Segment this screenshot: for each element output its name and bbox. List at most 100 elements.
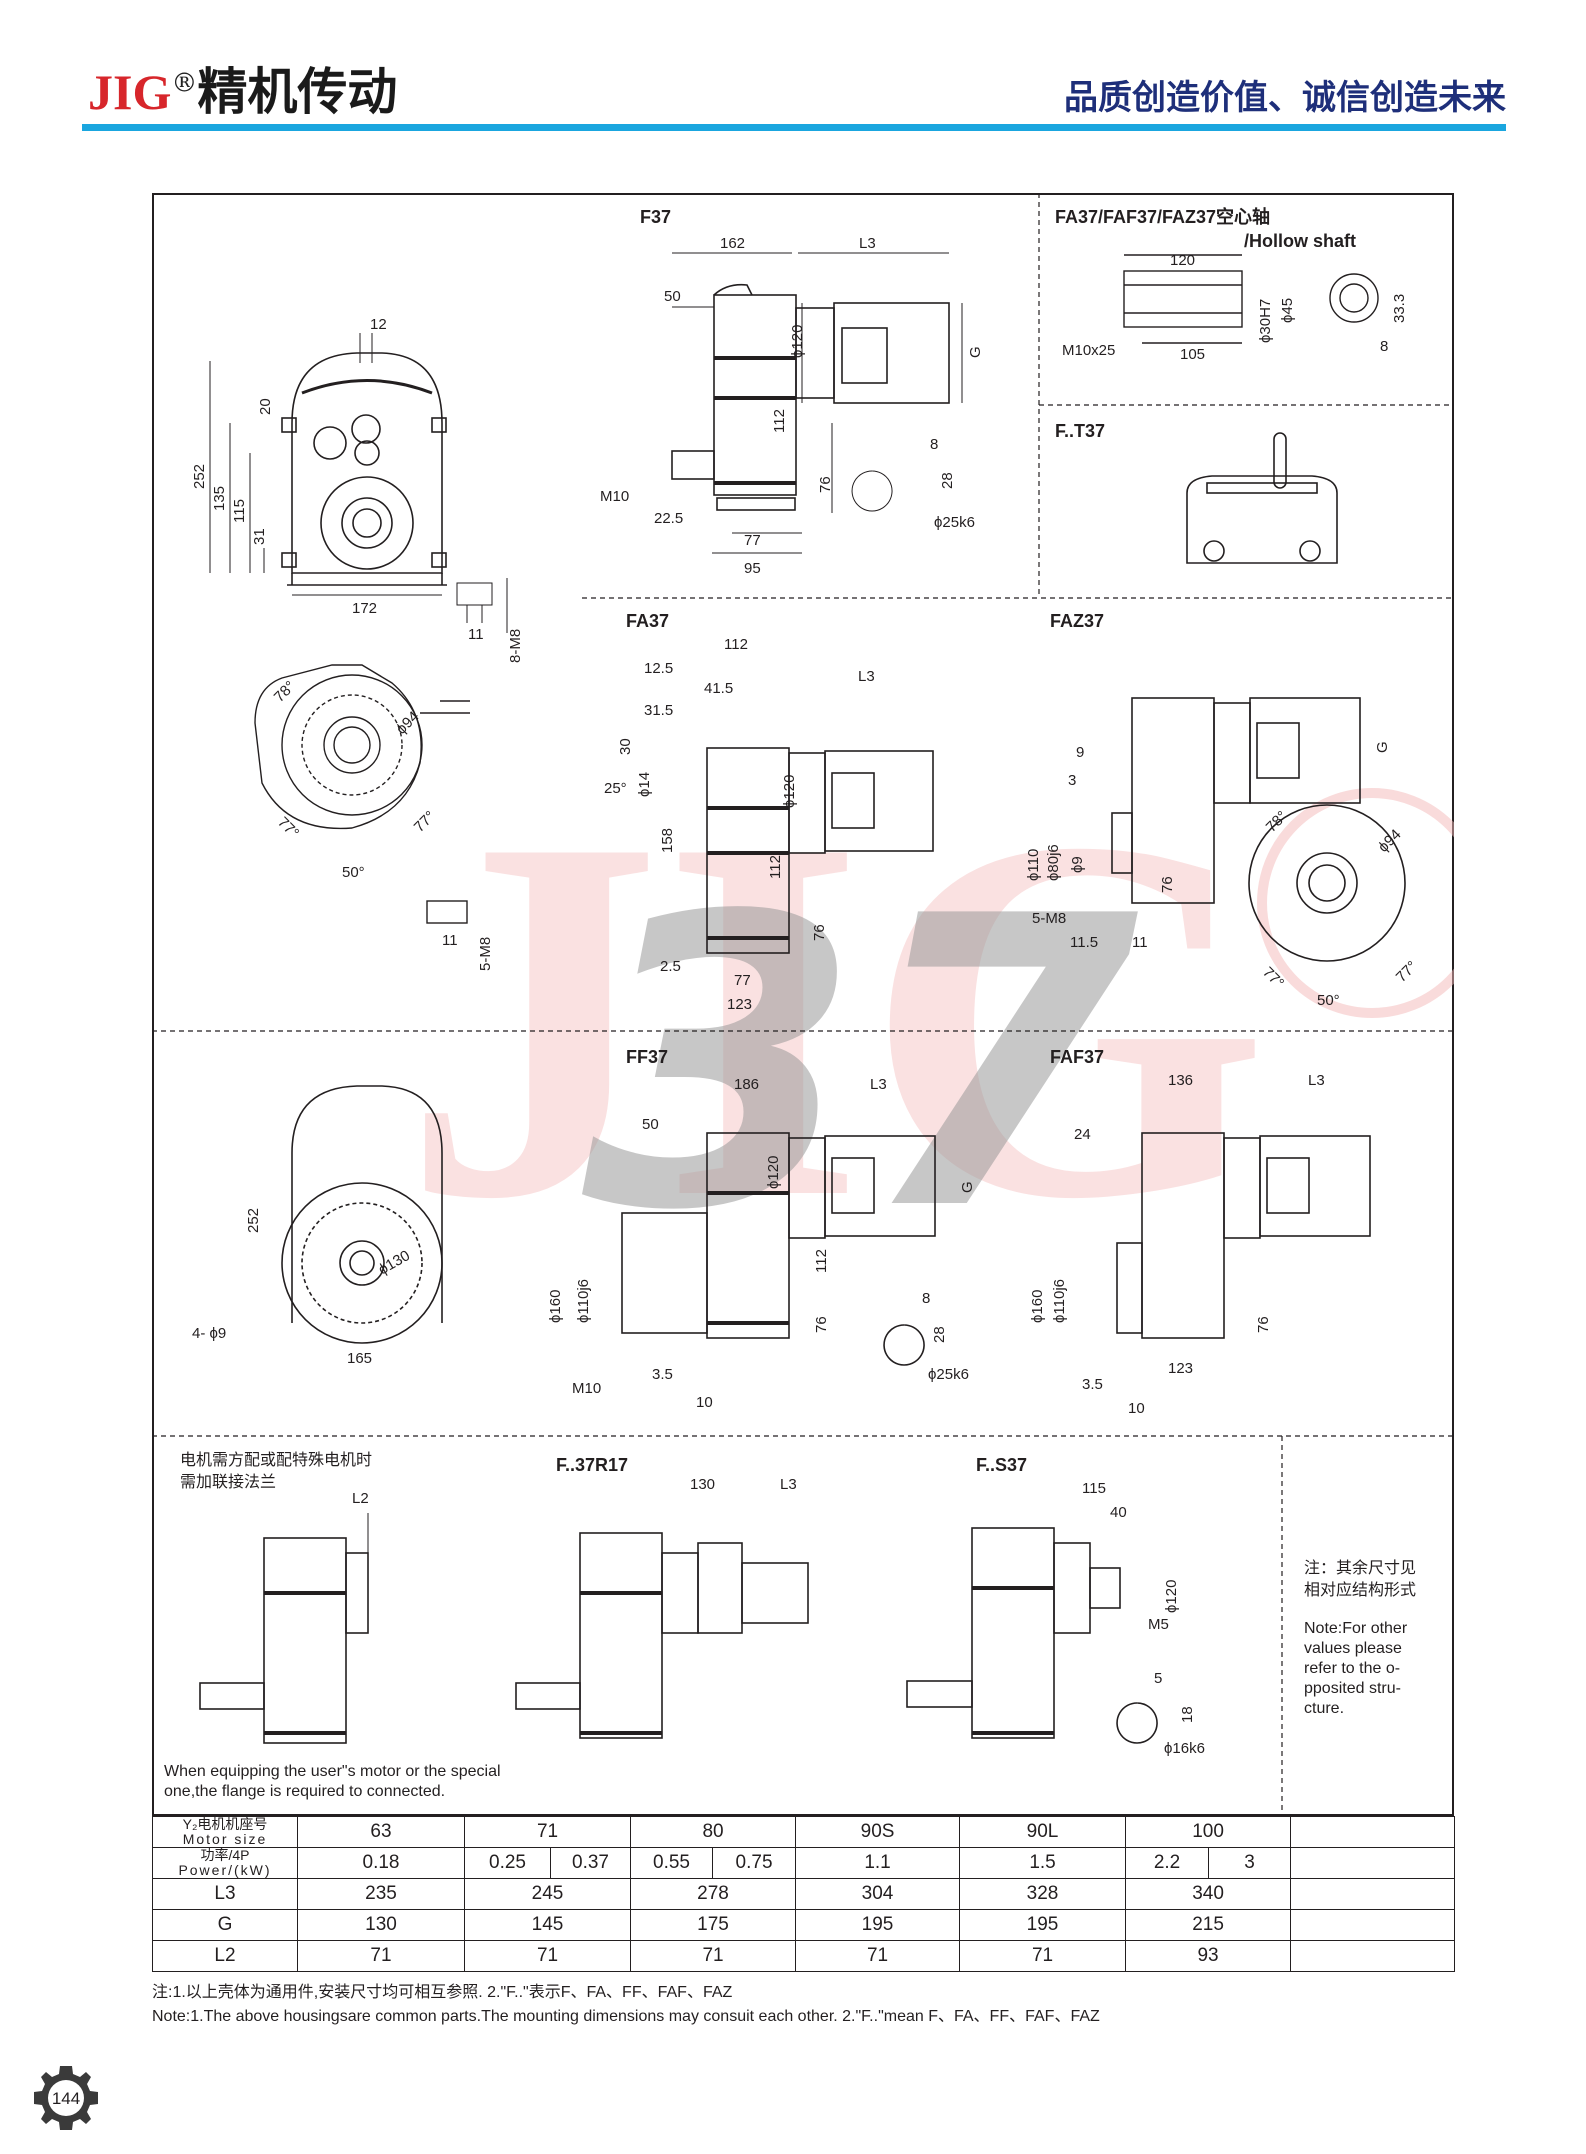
title-faz37: FAZ37 <box>1050 611 1104 631</box>
table-cell: 278 <box>630 1878 797 1910</box>
dim-f37-112: 112 <box>771 409 788 433</box>
dim-front-115: 115 <box>231 499 248 523</box>
dim-faf37-123: 123 <box>1168 1360 1193 1377</box>
ft37-drawing <box>1186 432 1338 564</box>
dim-faz37-phi9: ϕ9 <box>1069 856 1086 873</box>
dim-fa37-phi14: ϕ14 <box>636 772 653 797</box>
ff37-side-view <box>621 1132 936 1366</box>
dim-ff37-8: 8 <box>922 1290 930 1307</box>
dim-ff37-3-5: 3.5 <box>652 1366 673 1383</box>
dim-ff37-phi25k6: ϕ25k6 <box>928 1366 969 1383</box>
dim-ff37-112: 112 <box>813 1249 830 1273</box>
table-label-l3: L3 <box>152 1878 298 1910</box>
table-row-g: G 130 145 175 195 195 215 <box>152 1909 1456 1941</box>
table-cell: 2.2 <box>1125 1847 1210 1879</box>
side-note-en-4: pposited stru- <box>1304 1680 1401 1697</box>
dim-f37-l3: L3 <box>859 235 876 252</box>
table-cell: 100 <box>1125 1816 1292 1848</box>
dim-f37-22-5: 22.5 <box>654 510 683 527</box>
dim-hollow-phi30h7: ϕ30H7 <box>1257 299 1274 343</box>
dim-ff37-186: 186 <box>734 1076 759 1093</box>
dim-s37-115: 115 <box>1082 1480 1106 1497</box>
dim-faf37-24: 24 <box>1074 1126 1091 1143</box>
dim-f37-95: 95 <box>744 560 761 577</box>
table-cell: 90L <box>959 1816 1127 1848</box>
dim-front-31: 31 <box>251 528 268 545</box>
footnote-en: Note:1.The above housingsare common part… <box>152 2008 1100 2025</box>
drawing-frame <box>152 193 1454 1816</box>
table-cell: 235 <box>297 1878 465 1910</box>
side-note-en-3: refer to the o- <box>1304 1660 1400 1677</box>
table-cell: 245 <box>463 1878 632 1910</box>
dim-f37-76: 76 <box>817 476 834 493</box>
dim-f37-50: 50 <box>664 288 681 305</box>
dim-faf37-3-5: 3.5 <box>1082 1376 1103 1393</box>
table-cell: 304 <box>795 1878 961 1910</box>
table-cell: 340 <box>1125 1878 1292 1910</box>
technical-drawing: JIG 37 F37 FA37/FAF37/FAZ37空心轴 /Hollow s… <box>152 193 1454 1816</box>
brand-logo: JIG®精机传动 <box>88 52 397 124</box>
flange-note-en-2: one,the flange is required to connected. <box>164 1783 445 1800</box>
dim-fa37-41-5: 41.5 <box>704 680 733 697</box>
dim-fa37-158: 158 <box>659 828 676 853</box>
dim-ff37-76: 76 <box>813 1316 830 1333</box>
f37-side-view <box>671 283 950 511</box>
dim-hollow-105: 105 <box>1180 346 1205 363</box>
dim-faf37-76: 76 <box>1255 1316 1272 1333</box>
dim-s37-18: 18 <box>1179 1706 1196 1723</box>
table-cell: 175 <box>630 1909 797 1941</box>
dim-front-20: 20 <box>257 398 274 415</box>
dim-faf37-10: 10 <box>1128 1400 1145 1417</box>
table-cell: 195 <box>959 1909 1127 1941</box>
page-number-badge: 144 <box>34 2066 98 2130</box>
table-cell-empty <box>1290 1847 1456 1879</box>
dim-faf37-l3: L3 <box>1308 1072 1325 1089</box>
dim-front-12: 12 <box>370 316 387 333</box>
dim-faz37-phi94: ϕ94 <box>1375 826 1405 856</box>
table-cell: 71 <box>463 1940 632 1972</box>
dim-ff37-phi110j6: ϕ110j6 <box>575 1279 592 1323</box>
faf37-drawing <box>1116 1132 1371 1339</box>
table-cell: 0.25 <box>464 1847 551 1879</box>
dim-f37-28: 28 <box>939 472 956 489</box>
table-cell: 3 <box>1208 1847 1292 1879</box>
dim-f37-phi25k6: ϕ25k6 <box>934 514 975 531</box>
dim-faz37-76: 76 <box>1159 876 1176 893</box>
dim-s37-5: 5 <box>1154 1670 1162 1687</box>
dim-flange-11: 11 <box>442 932 458 949</box>
table-cell: 90S <box>795 1816 961 1848</box>
page-number: 144 <box>52 2089 80 2108</box>
dim-fa37-30: 30 <box>617 738 634 755</box>
dim-front-135: 135 <box>211 486 228 511</box>
label-motor-en: Motor size <box>182 1831 268 1847</box>
dim-f37-g: G <box>967 346 984 358</box>
table-cell: 0.75 <box>712 1847 797 1879</box>
dim-ff37-front-252: 252 <box>245 1208 262 1233</box>
fs37-drawing <box>906 1527 1158 1744</box>
side-note-en-2: values please <box>1304 1640 1402 1657</box>
flange-note-en-1: When equipping the user"s motor or the s… <box>164 1763 501 1780</box>
faz37-drawing <box>1111 697 1406 962</box>
dim-hollow-33-3: 33.3 <box>1391 294 1408 323</box>
dim-hollow-8: 8 <box>1380 338 1388 355</box>
dim-ff37-m10: M10 <box>572 1380 601 1397</box>
front-view-gearbox <box>281 352 447 586</box>
dim-ff37-phi120: ϕ120 <box>765 1156 782 1189</box>
watermark: JIG 37 <box>402 731 1454 1306</box>
dim-fa37-l3: L3 <box>858 668 875 685</box>
table-cell: 130 <box>297 1909 465 1941</box>
dim-s37-40: 40 <box>1110 1504 1127 1521</box>
f37r17-drawing <box>515 1532 809 1739</box>
dim-faz37-phi110: ϕ110 <box>1025 849 1042 881</box>
dim-faz37-9: 9 <box>1076 744 1084 761</box>
label-power-en: Power/(kW) <box>178 1862 272 1878</box>
title-ff37: FF37 <box>626 1047 668 1067</box>
dim-fa37-77: 77 <box>734 972 751 989</box>
dim-ff37-front-165: 165 <box>347 1350 372 1367</box>
dim-f37-m10: M10 <box>600 488 629 505</box>
dim-front-252: 252 <box>191 464 208 489</box>
side-note-en-1: Note:For other <box>1304 1620 1408 1637</box>
title-ft37: F..T37 <box>1055 421 1105 441</box>
